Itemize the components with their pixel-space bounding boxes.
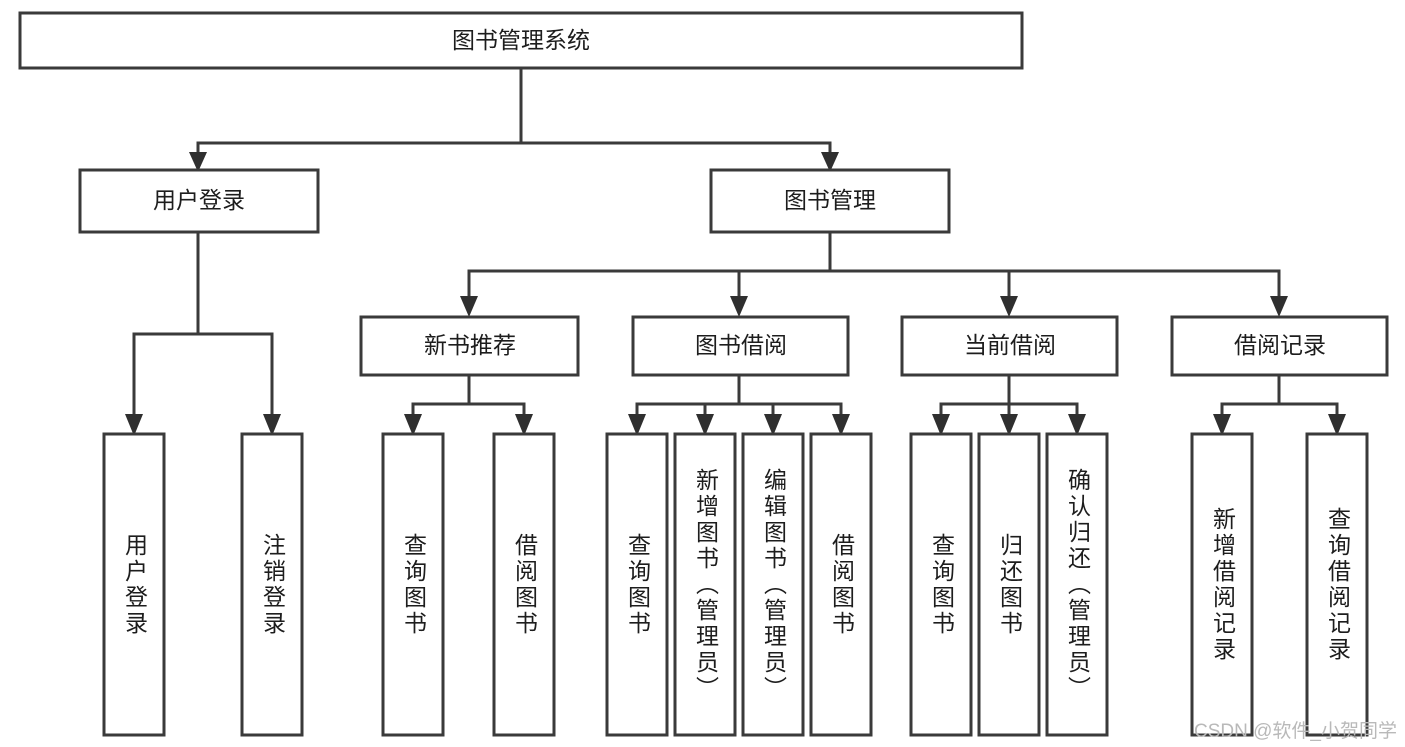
leaf-label-borrow-book-2-fo: 借阅图书 xyxy=(828,532,855,637)
leaf-boxes-book-borrow xyxy=(605,432,873,737)
leaf-box-add-book-admin[interactable] xyxy=(673,432,737,737)
leaf-label-logout-fo: 注销登录 xyxy=(259,532,286,637)
arrow-head-icon xyxy=(696,414,714,436)
node-borrow-record[interactable]: 借阅记录 xyxy=(1170,315,1389,377)
node-new-book-recommend[interactable]: 新书推荐 xyxy=(359,315,580,377)
node-book-management[interactable]: 图书管理 xyxy=(709,168,951,234)
leaf-box-confirm-return-admin[interactable] xyxy=(1045,432,1109,737)
arrow-head-icon xyxy=(832,414,850,436)
node-user-login-box[interactable] xyxy=(78,168,320,234)
arrow-head-icon xyxy=(1068,414,1086,436)
leaf-label-borrow-book-2: 借阅图书 xyxy=(828,532,855,637)
leaf-box-user-login[interactable] xyxy=(102,432,166,737)
leaf-label-edit-book-admin-fo: 编辑图书（管理员） xyxy=(760,467,787,702)
leaf-label-add-borrow-record-fo: 新增借阅记录 xyxy=(1209,506,1236,663)
node-book-borrow-box[interactable] xyxy=(631,315,850,377)
leaf-box-borrow-book-2[interactable] xyxy=(809,432,873,737)
node-root-label: 图书管理系统 xyxy=(452,27,590,53)
leaf-label-query-book-2-fo: 查询图书 xyxy=(624,532,651,637)
leaf-label-return-book-fo: 归还图书 xyxy=(996,532,1023,637)
leaf-label-borrow-book-1-fo: 借阅图书 xyxy=(511,532,538,637)
arrow-head-icon xyxy=(263,414,281,436)
arrow-head-icon xyxy=(1328,414,1346,436)
arrow-head-icon xyxy=(1000,414,1018,436)
leaf-label-query-book-1: 查询图书 xyxy=(400,532,427,637)
arrow-head-icon xyxy=(1000,296,1018,317)
connector-newbook-to-leaves xyxy=(404,373,533,436)
leaf-box-query-book-3[interactable] xyxy=(909,432,973,737)
leaf-label-borrow-book-1: 借阅图书 xyxy=(511,532,538,637)
leaf-label-add-book-admin-fo: 新增图书（管理员） xyxy=(692,467,719,702)
connector-bookmgmt-to-level3 xyxy=(460,230,1288,317)
node-book-management-label: 图书管理 xyxy=(784,187,876,213)
leaf-label-query-book-1-fo: 查询图书 xyxy=(400,532,427,637)
leaf-label-confirm-return-admin: 确认归还（管理员） xyxy=(1064,467,1091,702)
node-book-management-box[interactable] xyxy=(709,168,951,234)
leaf-label-user-login-fo: 用户登录 xyxy=(121,532,148,637)
arrow-head-icon xyxy=(764,414,782,436)
arrow-head-icon xyxy=(125,414,143,436)
connector-root-to-level2 xyxy=(189,66,839,172)
arrow-head-icon xyxy=(515,414,533,436)
arrow-head-icon xyxy=(628,414,646,436)
node-book-borrow[interactable]: 图书借阅 xyxy=(631,315,850,377)
arrow-head-icon xyxy=(730,296,748,317)
leaf-box-logout[interactable] xyxy=(240,432,304,737)
connector-record-to-leaves xyxy=(1213,373,1346,436)
leaf-boxes-current-borrow xyxy=(909,432,1109,737)
arrow-head-icon xyxy=(1270,296,1288,317)
leaf-box-query-book-1[interactable] xyxy=(381,432,445,737)
node-current-borrow[interactable]: 当前借阅 xyxy=(900,315,1119,377)
node-book-borrow-label: 图书借阅 xyxy=(695,332,787,358)
leaf-boxes-new-book-recommend xyxy=(381,432,556,737)
leaf-label-confirm-return-admin-fo: 确认归还（管理员） xyxy=(1064,467,1091,702)
leaf-label-add-borrow-record: 新增借阅记录 xyxy=(1209,506,1236,663)
arrow-head-icon xyxy=(404,414,422,436)
leaf-box-borrow-book-1[interactable] xyxy=(492,432,556,737)
arrow-head-icon xyxy=(821,152,839,172)
connector-current-to-leaves xyxy=(932,373,1086,436)
leaf-label-query-book-2: 查询图书 xyxy=(624,532,651,637)
leaf-label-return-book: 归还图书 xyxy=(996,532,1023,637)
arrow-head-icon xyxy=(1213,414,1231,436)
leaf-label-query-book-3-fo: 查询图书 xyxy=(928,532,955,637)
leaf-label-user-login: 用户登录 xyxy=(121,532,148,637)
leaf-label-add-book-admin: 新增图书（管理员） xyxy=(692,467,719,702)
node-borrow-record-box[interactable] xyxy=(1170,315,1389,377)
leaf-boxes-borrow-record xyxy=(1190,432,1369,737)
node-new-book-recommend-box[interactable] xyxy=(359,315,580,377)
arrow-head-icon xyxy=(932,414,950,436)
leaf-box-query-book-2[interactable] xyxy=(605,432,669,737)
leaf-boxes-user-login xyxy=(102,432,304,737)
node-current-borrow-label: 当前借阅 xyxy=(964,332,1056,358)
leaf-box-return-book[interactable] xyxy=(977,432,1041,737)
node-user-login-label: 用户登录 xyxy=(153,187,245,213)
leaf-label-logout: 注销登录 xyxy=(259,532,286,637)
connector-borrow-to-leaves xyxy=(628,373,850,436)
leaf-label-query-borrow-record: 查询借阅记录 xyxy=(1324,506,1351,663)
node-current-borrow-box[interactable] xyxy=(900,315,1119,377)
leaf-box-add-borrow-record[interactable] xyxy=(1190,432,1254,737)
arrow-head-icon xyxy=(189,152,207,172)
leaf-box-edit-book-admin[interactable] xyxy=(741,432,805,737)
leaf-label-query-book-3: 查询图书 xyxy=(928,532,955,637)
node-new-book-recommend-label: 新书推荐 xyxy=(424,332,516,358)
node-borrow-record-label: 借阅记录 xyxy=(1234,332,1326,358)
leaf-label-query-borrow-record-fo: 查询借阅记录 xyxy=(1324,506,1351,663)
node-root-book-management-system[interactable]: 图书管理系统 xyxy=(18,11,1024,70)
connector-userlogin-to-leaves xyxy=(125,230,281,436)
arrow-head-icon xyxy=(460,296,478,317)
node-user-login[interactable]: 用户登录 xyxy=(78,168,320,234)
leaf-box-query-borrow-record[interactable] xyxy=(1305,432,1369,737)
node-root-box[interactable] xyxy=(18,11,1024,70)
leaf-label-edit-book-admin: 编辑图书（管理员） xyxy=(760,467,787,702)
